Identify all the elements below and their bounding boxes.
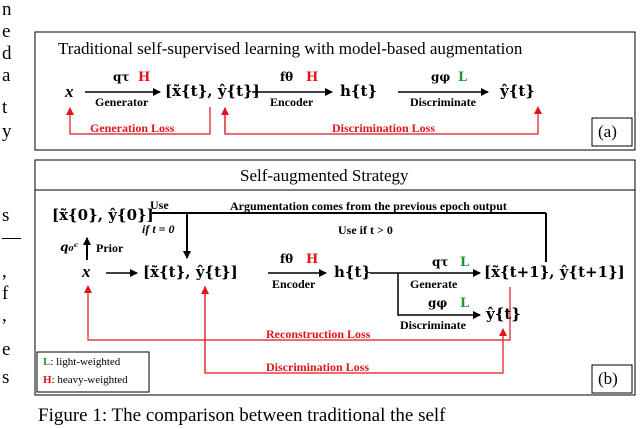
left-text-fragment: ,: [2, 305, 7, 326]
reconstruction-loss-label: Reconstruction Loss: [266, 327, 371, 341]
left-text-fragment: t: [2, 97, 8, 118]
panel-a-discriminate-label: Discriminate: [410, 95, 476, 109]
panel-b-use-if-t: Use if t > 0: [338, 223, 393, 237]
panel-a-encoder-label: Encoder: [270, 95, 314, 109]
panel-a-enc-fn: fθ: [280, 70, 294, 84]
panel-b-aug-pair: [x̃{t}, ŷ{t}]: [143, 263, 238, 281]
legend-heavy: H: heavy-weighted: [43, 374, 128, 386]
panel-a-tag: (a): [598, 122, 617, 141]
left-text-fragment: e: [2, 339, 11, 360]
panel-b-title: Self-augmented Strategy: [240, 166, 409, 185]
panel-b-encoder-label: Encoder: [272, 277, 316, 291]
panel-b-tag: (b): [598, 369, 618, 388]
left-text-fragment: e: [2, 21, 11, 42]
legend-box: [36, 351, 150, 393]
panel-b-if-t0: if t = 0: [142, 222, 175, 236]
panel-a-title: Traditional self-supervised learning wit…: [58, 39, 523, 58]
panel-b-h: h{t}: [334, 263, 372, 281]
panel-a-h: h{t}: [340, 82, 378, 100]
panel-b-disc-weight: L: [460, 296, 470, 311]
panel-a-disc-fn: gφ: [431, 70, 451, 84]
left-text-fragment: n: [2, 0, 12, 20]
panel-a-tag-box: [591, 117, 633, 147]
panel-a-x: x: [65, 82, 74, 101]
generation-loss-label: Generation Loss: [90, 121, 175, 135]
panel-a-disc-weight: L: [458, 70, 468, 85]
left-text-fragment: d: [2, 43, 12, 64]
panel-b-next-pair: [x̃{t+1}, ŷ{t+1}]: [484, 263, 625, 281]
panel-b-init-pair: [x̃{0}, ŷ{0}]: [52, 206, 154, 224]
panel-b-prior: Prior: [96, 241, 124, 255]
left-text-fragment: —: [2, 227, 21, 248]
panel-a-gen-fn: qτ: [113, 70, 130, 84]
panel-a-gen-weight: H: [138, 70, 151, 85]
panel-b-disc-fn: gφ: [428, 296, 448, 310]
panel-b-prior-fn: q₀ᶜ: [60, 240, 79, 254]
panel-b-tag-box: [591, 364, 633, 394]
left-text-fragment: ,: [2, 261, 7, 282]
panel-a-box: [34, 31, 636, 151]
left-text-fragment: s: [2, 205, 10, 226]
figure-caption: Figure 1: The comparison between traditi…: [38, 405, 446, 426]
panel-a-generator-label: Generator: [95, 95, 149, 109]
discrimination-loss-label-b: Discrimination Loss: [266, 360, 370, 374]
left-text-fragment: s: [2, 367, 10, 388]
discrimination-loss-label-a: Discrimination Loss: [332, 121, 436, 135]
reconstruction-loss-path: [84, 285, 511, 341]
panel-b-prev-epoch: Argumentation comes from the previous ep…: [230, 199, 507, 213]
panel-a-y-out: ŷ{t}: [500, 82, 535, 100]
panel-a-enc-weight: H: [306, 70, 319, 85]
panel-b-enc-fn: fθ: [280, 252, 294, 266]
panel-b-y-out: ŷ{t}: [486, 305, 521, 323]
generation-loss-path: [66, 107, 211, 135]
panel-b-gen-weight: L: [460, 255, 470, 270]
left-text-fragment: a: [2, 65, 11, 86]
legend-light: L: light-weighted: [43, 356, 121, 368]
panel-b-generate-label: Generate: [410, 277, 458, 291]
panel-b-discriminate-label: Discriminate: [400, 318, 466, 332]
panel-b-use: Use: [150, 198, 169, 212]
left-text-fragment: y: [2, 121, 12, 142]
panel-a-aug-pair: [x̃{t}, ŷ{t}]: [165, 82, 260, 100]
left-text-fragment: f: [2, 283, 9, 304]
panel-b-x: x: [82, 262, 91, 281]
panel-b-enc-weight: H: [306, 252, 319, 267]
panel-b-box: [34, 159, 636, 396]
panel-b-gen-fn: qτ: [432, 255, 449, 269]
